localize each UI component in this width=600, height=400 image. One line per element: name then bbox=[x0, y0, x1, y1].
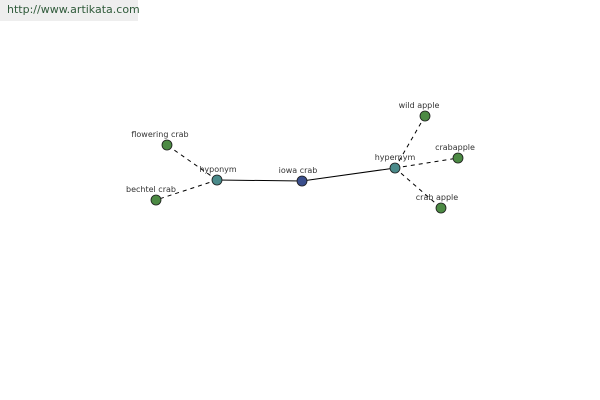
node-label-flowering-crab[interactable]: flowering crab bbox=[131, 130, 188, 139]
node-bechtel-crab[interactable] bbox=[150, 194, 162, 206]
node-label-bechtel-crab[interactable]: bechtel crab bbox=[126, 185, 176, 194]
edge-hyponym-to-flowering-crab bbox=[166, 144, 218, 181]
nodes-layer bbox=[150, 110, 464, 214]
node-crab-apple[interactable] bbox=[435, 202, 447, 214]
node-label-hyponym[interactable]: hyponym bbox=[199, 165, 237, 174]
node-label-hypernym[interactable]: hypernym bbox=[375, 153, 416, 162]
node-flowering-crab[interactable] bbox=[161, 139, 173, 151]
edge-hypernym-to-wild-apple bbox=[394, 115, 426, 169]
edge-iowa-crab-to-hypernym bbox=[301, 167, 396, 182]
node-label-wild-apple[interactable]: wild apple bbox=[399, 101, 440, 110]
edge-hyponym-to-bechtel-crab bbox=[155, 179, 218, 201]
node-hypernym[interactable] bbox=[389, 162, 401, 174]
node-label-crabapple[interactable]: crabapple bbox=[435, 143, 475, 152]
node-label-iowa-crab[interactable]: iowa crab bbox=[279, 166, 318, 175]
labels-layer: iowa crab hyponym hypernym flowering crab be… bbox=[126, 101, 475, 202]
source-url-label[interactable]: http://www.artikata.com bbox=[0, 0, 140, 21]
edge-hypernym-to-crab-apple bbox=[394, 167, 442, 209]
edges-layer bbox=[155, 115, 459, 209]
node-hyponym[interactable] bbox=[211, 174, 223, 186]
node-crabapple[interactable] bbox=[452, 152, 464, 164]
node-label-crab-apple[interactable]: crab apple bbox=[416, 193, 458, 202]
edge-iowa-crab-to-hyponym bbox=[216, 179, 303, 182]
node-iowa-crab[interactable] bbox=[296, 175, 308, 187]
node-wild-apple[interactable] bbox=[419, 110, 431, 122]
edge-hypernym-to-crabapple bbox=[394, 157, 459, 169]
